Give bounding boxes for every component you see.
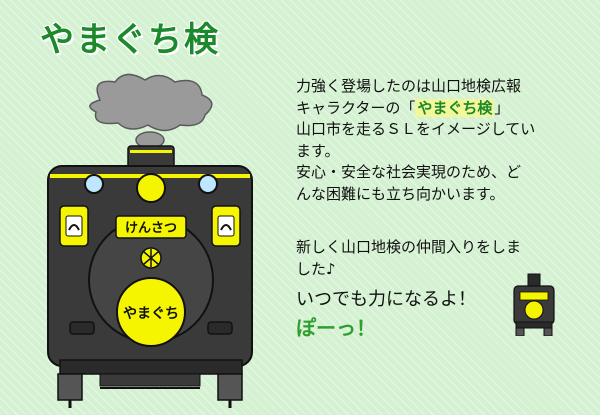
intro-line: した♪ bbox=[296, 260, 336, 278]
description-block: 力強く登場したのは山口地検広報 キャラクターの「やまぐち検」 山口市を走るＳＬを… bbox=[296, 76, 596, 205]
intro-line: 新しく山口地検の仲間入りをしま bbox=[296, 238, 522, 256]
catchphrase: いつでも力になるよ！ bbox=[296, 289, 476, 310]
smoke-cloud-icon bbox=[89, 73, 213, 149]
page-title: やまぐち検 bbox=[40, 20, 220, 60]
description-line: 山口市を走るＳＬをイメージしてい bbox=[296, 120, 536, 138]
description-line: キャラクターの「やまぐち検」 bbox=[296, 98, 510, 117]
train-face-text: やまぐち bbox=[123, 306, 179, 322]
description-line: ます。 bbox=[296, 141, 340, 160]
description-line: 安心・安全な社会実現のため、ど bbox=[296, 163, 522, 181]
locomotive-illustration: けんさつ やまぐち bbox=[47, 73, 253, 408]
mini-locomotive-icon bbox=[513, 273, 555, 336]
intro-block: 新しく山口地検の仲間入りをしま した♪ bbox=[296, 236, 596, 280]
description-line: 力強く登場したのは山口地検広報 bbox=[296, 77, 522, 95]
train-plate-text: けんさつ bbox=[125, 221, 177, 236]
description-line: んな困難にも立ち向かいます。 bbox=[296, 184, 505, 203]
whistle-shout: ぽーっ！ bbox=[296, 316, 376, 340]
highlight-name: やまぐち検 bbox=[415, 98, 495, 117]
